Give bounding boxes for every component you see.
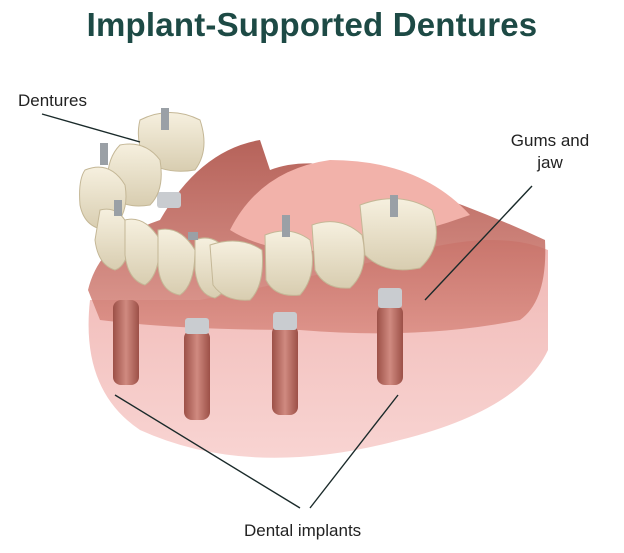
gums-jaw-label: Gums and jaw xyxy=(500,130,600,174)
dentures-label: Dentures xyxy=(18,91,87,110)
leader-lines xyxy=(41,113,533,509)
page-title: Implant-Supported Dentures xyxy=(86,6,538,43)
screws xyxy=(100,108,398,240)
gums-label-line2: jaw xyxy=(537,153,563,172)
denture-teeth xyxy=(79,112,437,301)
gums-label-line1: Gums and xyxy=(510,131,590,150)
dental-implants-label: Dental implants xyxy=(244,521,362,540)
implants xyxy=(113,192,403,420)
